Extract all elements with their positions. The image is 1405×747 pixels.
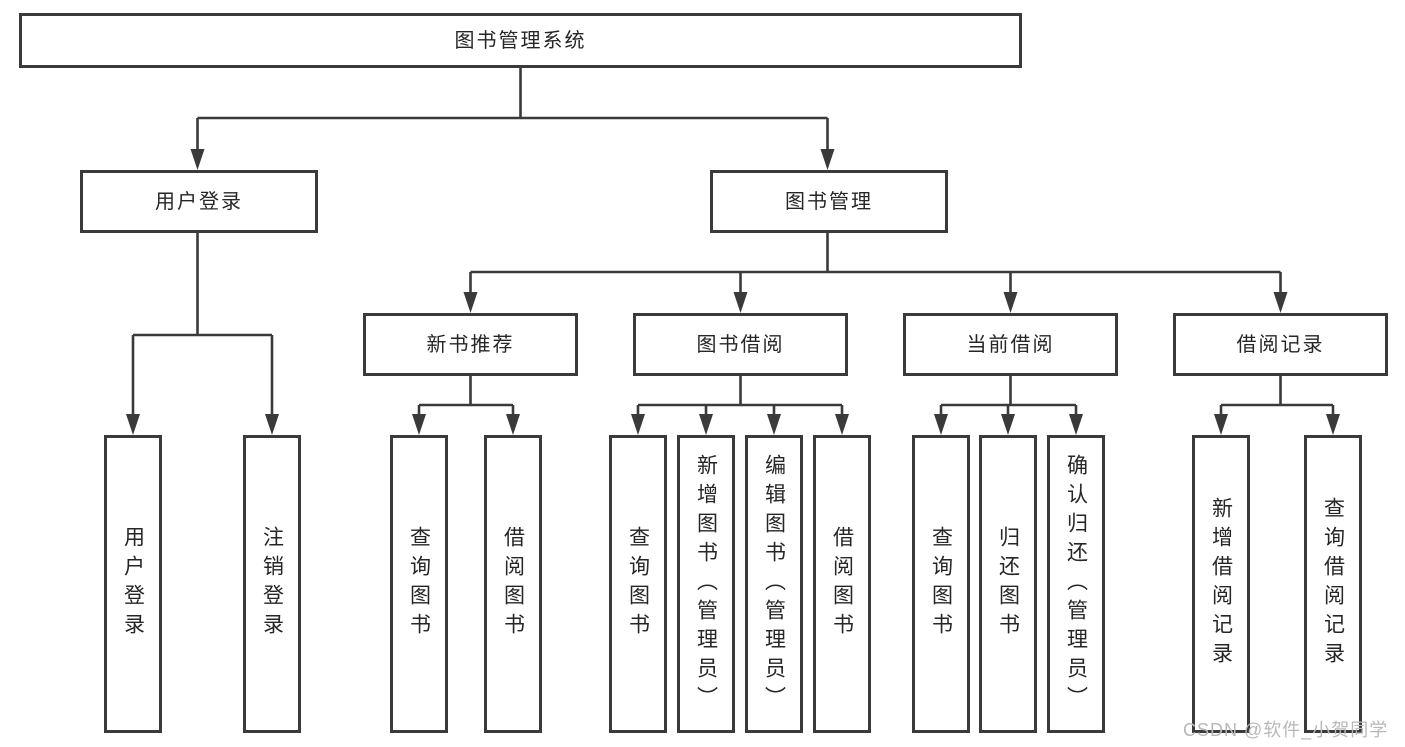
- leaf-edit-books-admin: 编辑图书（管理员）: [745, 435, 803, 733]
- arrowhead-icon: [463, 292, 478, 313]
- arrowhead-icon: [1273, 292, 1288, 313]
- leaf-borrow-books: 借阅图书: [813, 435, 871, 733]
- arrowhead-icon: [934, 414, 948, 435]
- watermark: CSDN @软件_小贺同学: [1183, 720, 1389, 740]
- leaf-return-books: 归还图书: [979, 435, 1037, 733]
- leaf-query-borrow-record: 查询借阅记录: [1304, 435, 1362, 733]
- leaf-query-books-current: 查询图书: [912, 435, 970, 733]
- node-borrowing-records: 借阅记录: [1173, 313, 1388, 376]
- arrowhead-icon: [835, 414, 849, 435]
- node-book-management-system: 图书管理系统: [19, 13, 1022, 68]
- node-book-management: 图书管理: [710, 170, 948, 233]
- leaf-confirm-return-admin: 确认归还（管理员）: [1047, 435, 1105, 733]
- arrowhead-icon: [1003, 292, 1018, 313]
- leaf-query-books-borrowing: 查询图书: [609, 435, 667, 733]
- node-book-borrowing: 图书借阅: [633, 313, 848, 376]
- arrowhead-icon: [699, 414, 713, 435]
- node-current-borrowing: 当前借阅: [903, 313, 1118, 376]
- arrowhead-icon: [631, 414, 645, 435]
- arrowhead-icon: [1001, 414, 1015, 435]
- node-new-book-recommend: 新书推荐: [363, 313, 578, 376]
- arrowhead-icon: [1214, 414, 1228, 435]
- leaf-borrow-books-recommend: 借阅图书: [484, 435, 542, 733]
- leaf-user-login: 用户登录: [104, 435, 162, 733]
- arrowhead-icon: [190, 149, 205, 170]
- arrowhead-icon: [767, 414, 781, 435]
- leaf-add-books-admin: 新增图书（管理员）: [677, 435, 735, 733]
- arrowhead-icon: [126, 414, 140, 435]
- arrowhead-icon: [412, 414, 426, 435]
- arrowhead-icon: [733, 292, 748, 313]
- leaf-query-books-recommend: 查询图书: [390, 435, 448, 733]
- arrowhead-icon: [820, 149, 835, 170]
- leaf-logout: 注销登录: [243, 435, 301, 733]
- arrowhead-icon: [1069, 414, 1083, 435]
- leaf-add-borrow-record: 新增借阅记录: [1192, 435, 1250, 733]
- arrowhead-icon: [506, 414, 520, 435]
- arrowhead-icon: [1326, 414, 1340, 435]
- node-user-login: 用户登录: [80, 170, 318, 233]
- arrowhead-icon: [265, 414, 279, 435]
